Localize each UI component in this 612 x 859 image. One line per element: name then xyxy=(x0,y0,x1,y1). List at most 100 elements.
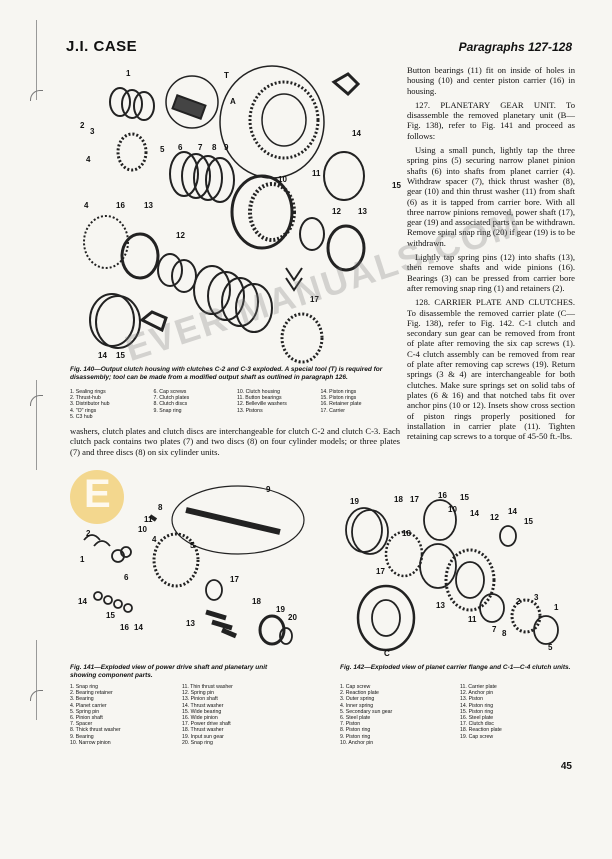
legend-item: 6. Steel plate xyxy=(340,715,371,722)
svg-text:18: 18 xyxy=(252,597,261,606)
legend-item: 13. Pistons xyxy=(237,407,263,414)
svg-text:17: 17 xyxy=(410,495,419,504)
legend-item: 4. Planet carrier xyxy=(70,702,107,709)
svg-text:3: 3 xyxy=(534,593,539,602)
svg-text:12: 12 xyxy=(176,231,185,240)
svg-text:14: 14 xyxy=(134,623,143,632)
svg-text:9: 9 xyxy=(224,143,229,152)
svg-text:15: 15 xyxy=(106,611,115,620)
figure-142-caption: Fig. 142—Exploded view of planet carrier… xyxy=(340,664,571,671)
legend-item: 2. Bearing retainer xyxy=(70,690,113,697)
margin-hook xyxy=(30,690,43,701)
svg-text:3: 3 xyxy=(90,127,95,136)
figure-141-caption: Fig. 141—Exploded view of power drive sh… xyxy=(70,664,268,679)
legend-item: 17. Clutch disc xyxy=(460,721,495,728)
margin-rule xyxy=(36,380,37,470)
svg-text:13: 13 xyxy=(436,601,445,610)
svg-text:11: 11 xyxy=(144,515,153,524)
legend-item: 5. Spring pin xyxy=(70,708,100,715)
legend-item: 7. Spacer xyxy=(70,721,93,728)
svg-text:18: 18 xyxy=(402,529,411,538)
svg-text:17: 17 xyxy=(310,295,319,304)
page-header-paragraphs: Paragraphs 127-128 xyxy=(458,40,572,54)
legend-item: 2. Thrust-hub xyxy=(70,395,101,402)
legend-item: 10. Clutch housing xyxy=(237,389,280,395)
legend-item: 12. Spring pin xyxy=(182,690,215,697)
svg-text:9: 9 xyxy=(266,485,271,494)
legend-item: 1. Sealing rings xyxy=(70,389,106,395)
legend-item: 14. Piston ring xyxy=(460,702,494,709)
svg-text:2: 2 xyxy=(80,121,85,130)
legend-item: 3. Bearing xyxy=(70,696,94,703)
legend-item: 8. Piston ring xyxy=(340,727,371,734)
svg-text:19: 19 xyxy=(350,497,359,506)
legend-item: 14. Piston rings xyxy=(320,389,357,395)
svg-text:1: 1 xyxy=(554,603,559,612)
legend-item: 16. Wide pinion xyxy=(182,715,218,722)
svg-text:5: 5 xyxy=(548,643,553,652)
legend-item: 19. Cap screw xyxy=(460,733,494,740)
figure-140-caption: Fig. 140—Output clutch housing with clut… xyxy=(70,366,383,381)
svg-text:16: 16 xyxy=(120,623,129,632)
svg-text:7: 7 xyxy=(492,625,497,634)
legend-item: 9. Bearing xyxy=(70,733,94,740)
figure-141-legend: 1. Snap ring 11. Thin thrust washer 2. B… xyxy=(70,684,290,746)
figure-140-legend: 1. Sealing rings 6. Cap screws 10. Clutc… xyxy=(70,389,400,420)
legend-item: 15. Wide bearing xyxy=(182,708,222,715)
svg-text:17: 17 xyxy=(230,575,239,584)
legend-item: 16. Retainer plate xyxy=(320,401,362,408)
svg-text:14: 14 xyxy=(98,351,107,360)
legend-item: 18. Reaction plate xyxy=(460,727,502,734)
legend-item: 7. Piston xyxy=(340,721,361,728)
right-column-text: Button bearings (11) fit on inside of ho… xyxy=(407,65,575,445)
svg-text:14: 14 xyxy=(78,597,87,606)
legend-item: 10. Anchor pin xyxy=(340,739,374,746)
paragraph: Lightly tap spring pins (12) into shafts… xyxy=(407,252,575,293)
legend-item: 11. Thin thrust washer xyxy=(182,684,233,690)
paragraph: Using a small punch, lightly tap the thr… xyxy=(407,145,576,248)
svg-text:14: 14 xyxy=(470,509,479,518)
svg-text:1: 1 xyxy=(80,555,85,564)
svg-text:4: 4 xyxy=(152,535,157,544)
legend-item: 17. Power drive shaft xyxy=(182,721,231,728)
svg-text:6: 6 xyxy=(178,143,183,152)
svg-text:12: 12 xyxy=(332,207,341,216)
legend-item: 10. Narrow pinion xyxy=(70,739,111,746)
legend-item: 4. Inner spring xyxy=(340,702,374,709)
legend-item: 12. Belleville washers xyxy=(237,401,287,408)
legend-item: 1. Snap ring xyxy=(70,684,98,690)
legend-item: 11. Carrier plate xyxy=(460,684,497,690)
legend-item: 19. Input sun gear xyxy=(182,733,224,740)
legend-item: 13. Pinion shaft xyxy=(182,696,218,703)
svg-text:1: 1 xyxy=(126,69,131,78)
svg-text:8: 8 xyxy=(212,143,217,152)
margin-rule xyxy=(36,640,37,720)
paragraph: Button bearings (11) fit on inside of ho… xyxy=(407,65,575,96)
svg-text:T: T xyxy=(224,71,229,80)
svg-text:8: 8 xyxy=(502,629,507,638)
legend-item: 5. C3 hub xyxy=(70,413,93,420)
page-number: 45 xyxy=(560,761,572,772)
legend-item: 8. Clutch discs xyxy=(153,401,188,408)
svg-text:4: 4 xyxy=(86,155,91,164)
svg-text:14: 14 xyxy=(352,129,361,138)
svg-text:10: 10 xyxy=(278,175,287,184)
page-header-title: J.I. CASE xyxy=(66,38,138,55)
legend-item: 3. Outer spring xyxy=(340,696,375,703)
svg-text:10: 10 xyxy=(448,505,457,514)
legend-item: 5. Secondary sun gear xyxy=(340,708,393,715)
legend-item: 1. Cap screw xyxy=(340,684,371,690)
svg-text:2: 2 xyxy=(86,529,91,538)
svg-text:15: 15 xyxy=(116,351,125,360)
svg-text:13: 13 xyxy=(358,207,367,216)
svg-text:4: 4 xyxy=(84,201,89,210)
svg-text:16: 16 xyxy=(116,201,125,210)
svg-text:19: 19 xyxy=(276,605,285,614)
legend-item: 14. Thrust washer xyxy=(182,702,224,709)
legend-item: 15. Piston rings xyxy=(320,395,357,402)
figure-142-legend: 1. Cap screw 11. Carrier plate 2. Reacti… xyxy=(340,684,576,746)
svg-text:A: A xyxy=(230,97,236,106)
paragraph-128-heading: 128. CARRIER PLATE AND CLUTCHES. To disa… xyxy=(407,297,575,442)
